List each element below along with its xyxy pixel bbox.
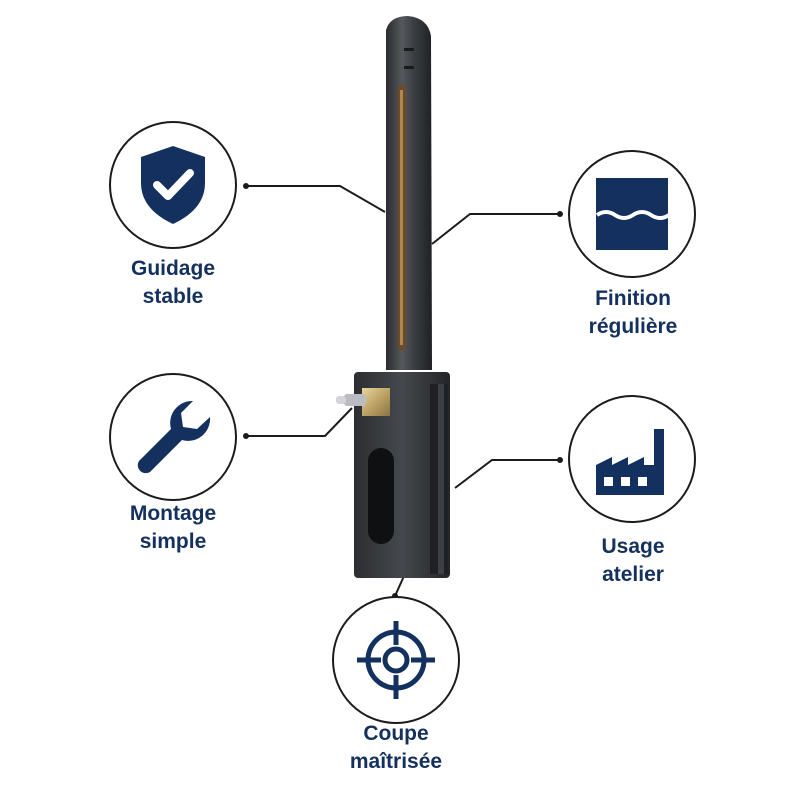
feature-label-guidage: Guidage stable xyxy=(83,255,263,311)
leader-finition xyxy=(431,213,560,245)
leader-guidage xyxy=(246,185,386,213)
feature-label-line2: régulière xyxy=(588,315,678,338)
feature-label-line1: Guidage xyxy=(130,257,215,280)
factory-icon xyxy=(596,429,664,495)
feature-label-line1: Montage xyxy=(129,502,217,525)
feature-circle-coupe xyxy=(332,596,460,724)
feature-label-line2: stable xyxy=(142,285,204,308)
shield-check-icon xyxy=(141,146,205,224)
feature-label-montage: Montage simple xyxy=(83,500,263,556)
feature-label-finition: Finition régulière xyxy=(543,285,723,341)
feature-circle-guidage xyxy=(109,121,237,249)
leader-coupe xyxy=(394,575,405,597)
feature-label-line2: simple xyxy=(139,530,207,553)
feature-label-coupe: Coupe maîtrisée xyxy=(306,720,486,776)
tool-window xyxy=(368,448,394,544)
feature-circle-usage xyxy=(568,395,696,523)
leader-montage xyxy=(246,407,353,437)
tool-bar xyxy=(386,16,432,370)
water-surface-icon xyxy=(595,178,669,250)
feature-label-line2: maîtrisée xyxy=(349,750,443,773)
wrench-icon xyxy=(137,400,211,474)
feature-label-line1: Coupe xyxy=(363,722,429,745)
feature-label-line1: Usage xyxy=(601,535,665,558)
crosshair-target-icon xyxy=(357,621,435,699)
feature-circle-finition xyxy=(568,150,696,278)
feature-label-line2: atelier xyxy=(602,563,664,586)
leader-usage xyxy=(454,459,560,489)
feature-label-line1: Finition xyxy=(595,287,671,310)
feature-label-usage: Usage atelier xyxy=(543,533,723,589)
brass-fitting xyxy=(362,388,390,416)
feature-circle-montage xyxy=(109,373,237,501)
